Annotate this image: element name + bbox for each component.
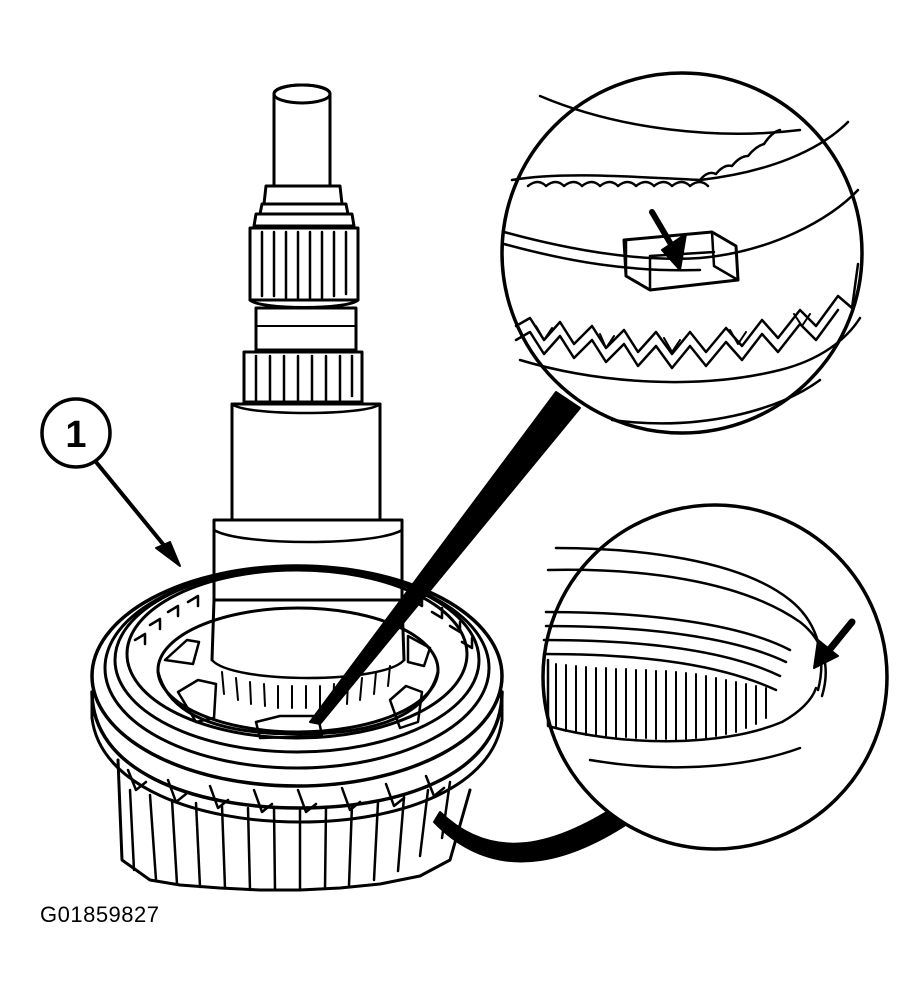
gear-teeth bbox=[116, 758, 472, 892]
callout-1: 1 bbox=[40, 397, 181, 567]
figure-identifier: G01859827 bbox=[40, 902, 160, 927]
main-shaft bbox=[210, 83, 406, 709]
synchronizer-assembly bbox=[90, 564, 504, 824]
detail-view-ring-edge bbox=[541, 503, 889, 851]
detail-view-blocker-slot bbox=[500, 71, 864, 435]
callout-number: 1 bbox=[65, 414, 86, 456]
